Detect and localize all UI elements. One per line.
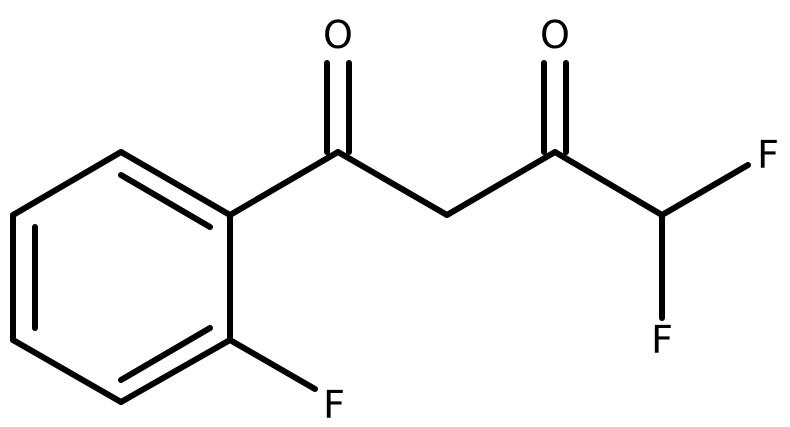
ring-bond-c4-c5 (10, 337, 124, 405)
ring-bond-c1-c2 (118, 149, 233, 218)
bond-carbonyl1-ch2 (335, 149, 450, 218)
bond-chf2-f-top (659, 162, 751, 218)
ring-inner-bond-top (118, 172, 213, 230)
ring-bond-c2-c3 (10, 149, 124, 218)
bond-c6-f (227, 337, 318, 392)
atom-label-o2: O (540, 13, 570, 57)
atom-label-o1: O (323, 13, 353, 57)
bond-ch2-carbonyl2 (444, 149, 558, 218)
atom-label-f-top: F (757, 133, 779, 177)
bond-carbonyl2-chf2 (552, 149, 665, 218)
ring-inner-bond-bottom (118, 325, 213, 383)
atom-label-f-ring: F (323, 383, 345, 427)
bond-c1-carbonyl1 (227, 149, 341, 218)
ring-bond-c5-c6 (118, 337, 233, 405)
atom-label-f-bottom: F (651, 318, 673, 362)
